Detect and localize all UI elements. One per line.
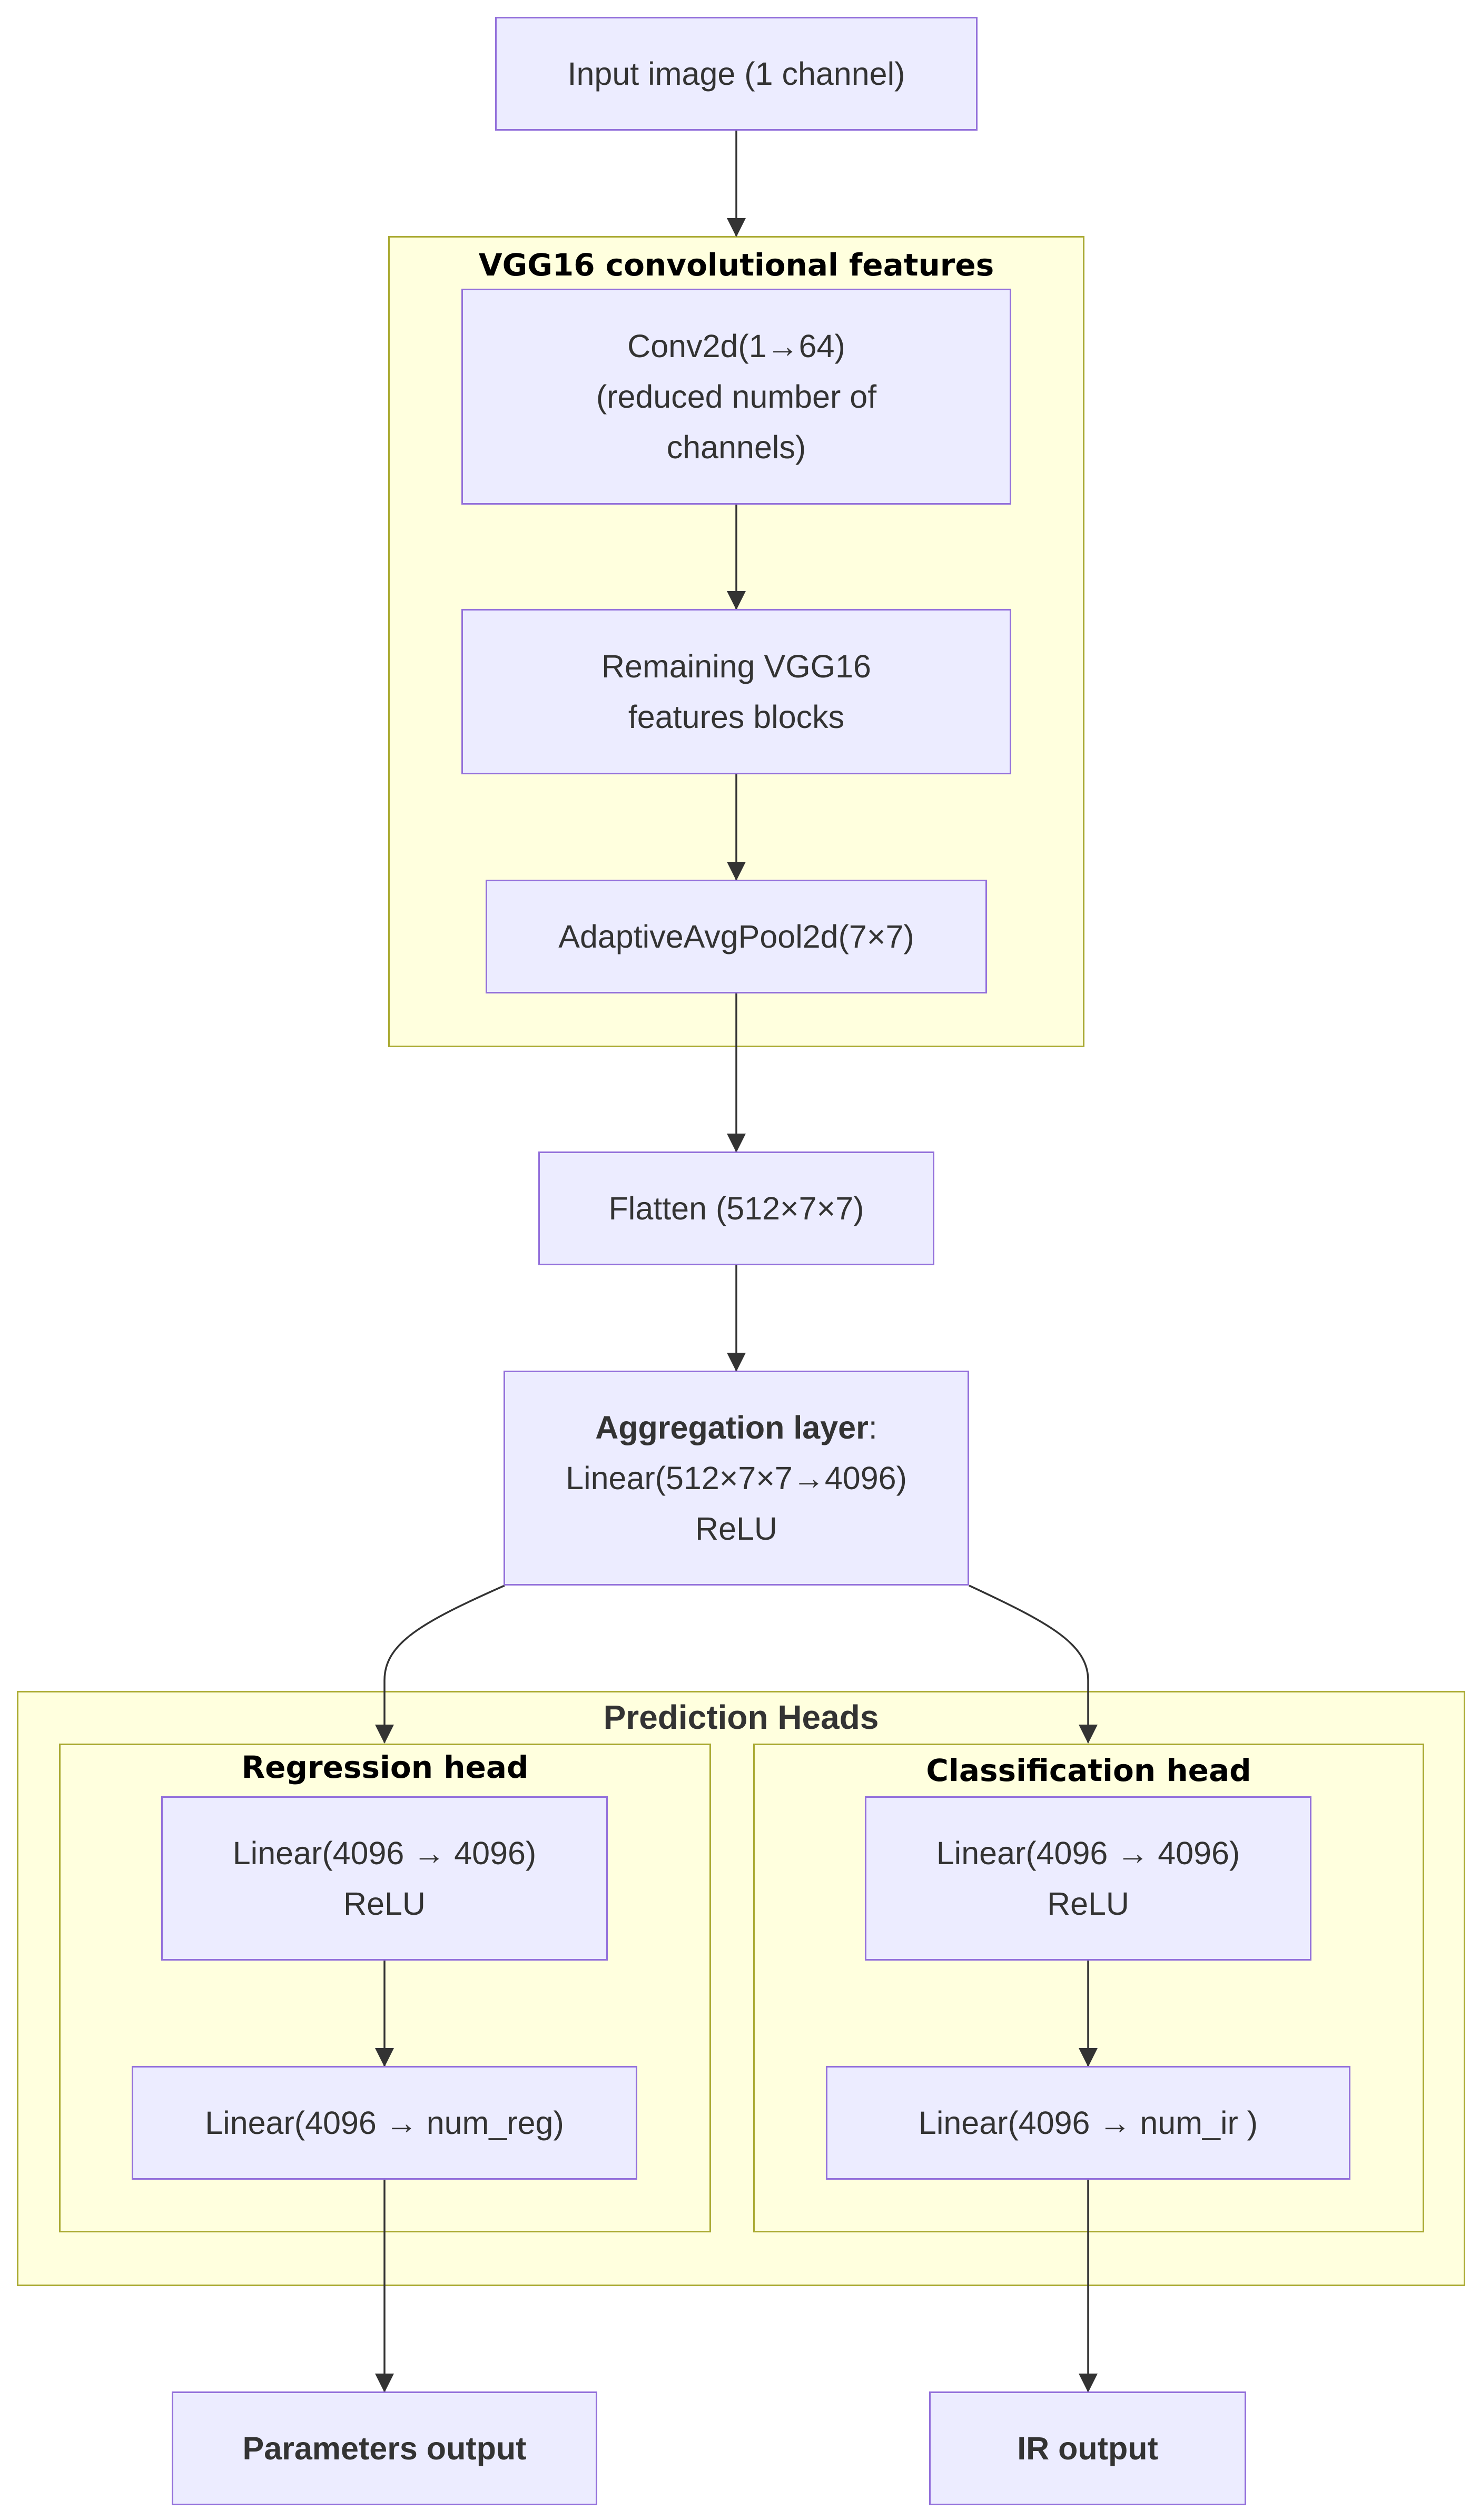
classification-linear1-line1: Linear(4096 → 4096) (936, 1835, 1240, 1871)
vgg-features-cluster-title: VGG16 convolutional features (478, 247, 994, 283)
flatten-label: Flatten (512×7×7) (608, 1190, 864, 1226)
remaining-vgg16-node: Remaining VGG16 features blocks (461, 609, 1011, 774)
ir-output-label: IR output (1017, 2430, 1158, 2466)
regression-linear1-node: Linear(4096 → 4096) ReLU (161, 1796, 608, 1961)
classification-linear2-label: Linear(4096 → num_ir ) (918, 2105, 1258, 2141)
aggregation-label-line3: ReLU (695, 1511, 777, 1547)
conv2d-node: Conv2d(1→64) (reduced number of channels… (461, 289, 1011, 505)
pool-label: AdaptiveAvgPool2d(7×7) (558, 919, 914, 954)
ir-output-node: IR output (929, 2391, 1246, 2505)
conv2d-label-line1: Conv2d(1→64) (627, 328, 845, 364)
edge-aggregation-to-regression (375, 1584, 505, 1744)
aggregation-layer-node: Aggregation layer: Linear(512×7×7→4096) … (504, 1371, 969, 1586)
input-image-node: Input image (1 channel) (495, 17, 978, 131)
aggregation-label-line2: Linear(512×7×7→4096) (566, 1460, 907, 1496)
regression-linear1-line1: Linear(4096 → 4096) (232, 1835, 537, 1871)
classification-linear1-line2: ReLU (1047, 1886, 1129, 1922)
conv2d-label-line2: (reduced number of (596, 379, 877, 415)
aggregation-title: Aggregation layer (595, 1410, 869, 1445)
aggregation-label-line1: Aggregation layer: (595, 1402, 877, 1453)
conv2d-label-line3: channels) (666, 429, 806, 465)
regression-head-cluster-title: Regression head (241, 1749, 529, 1785)
parameters-output-node: Parameters output (172, 2391, 597, 2505)
edge-aggregation-to-classification (969, 1584, 1098, 1744)
classification-linear1-node: Linear(4096 → 4096) ReLU (865, 1796, 1311, 1961)
regression-linear2-label: Linear(4096 → num_reg) (205, 2105, 564, 2141)
prediction-heads-cluster-title: Prediction Heads (603, 1698, 879, 1736)
remaining-label-line1: Remaining VGG16 (601, 648, 871, 684)
remaining-label-line2: features blocks (628, 699, 845, 735)
flatten-node: Flatten (512×7×7) (538, 1151, 934, 1265)
regression-linear1-line2: ReLU (343, 1886, 426, 1922)
input-image-label: Input image (1 channel) (567, 56, 905, 92)
classification-linear2-node: Linear(4096 → num_ir ) (826, 2066, 1350, 2180)
aggregation-colon: : (868, 1410, 877, 1445)
parameters-output-label: Parameters output (242, 2430, 527, 2466)
classification-head-cluster-title: Classification head (926, 1753, 1251, 1788)
adaptive-avg-pool-node: AdaptiveAvgPool2d(7×7) (486, 880, 987, 993)
regression-linear2-node: Linear(4096 → num_reg) (132, 2066, 637, 2180)
